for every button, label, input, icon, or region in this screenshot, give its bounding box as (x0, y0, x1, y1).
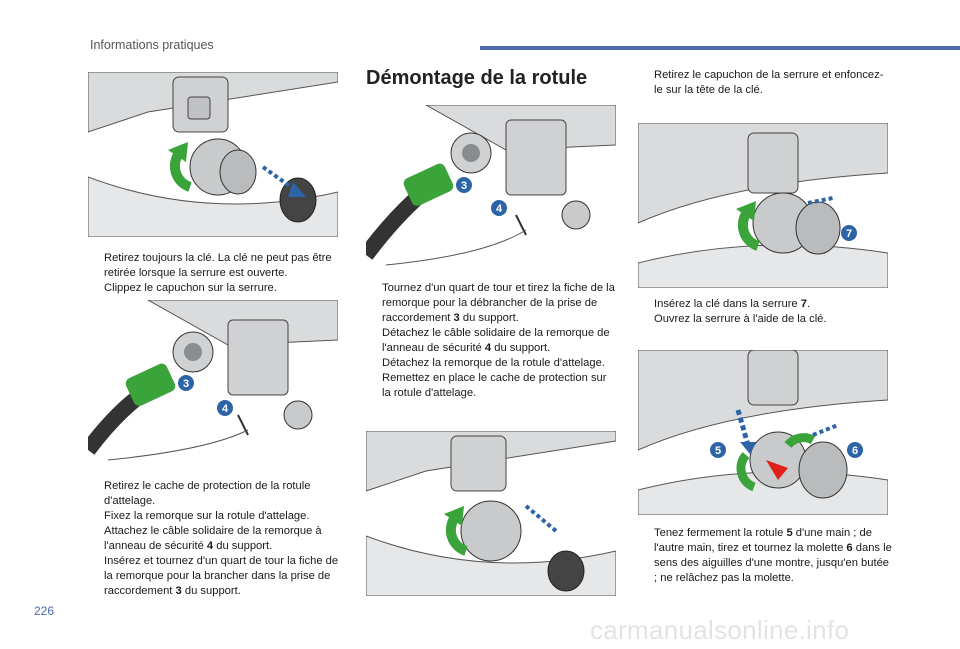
figure-trailer-plug-disconnect: 3 4 (366, 105, 616, 270)
callout-4: 4 (222, 403, 229, 415)
list-item: Ouvrez la serrure à l'aide de la clé. (654, 313, 827, 325)
callout-5: 5 (715, 445, 721, 457)
callout-7: 7 (846, 228, 852, 240)
instruction-list-3: Tournez d'un quart de tour et tirez la f… (366, 281, 616, 401)
list-item: Fixez la remorque sur la rotule d'attela… (104, 510, 310, 522)
page-number: 226 (34, 604, 55, 618)
list-item: Insérez la clé dans la serrure 7. (654, 298, 811, 310)
list-item: Détachez la remorque de la rotule d'atte… (382, 357, 605, 369)
list-item: Retirez le cache de protection de la rot… (104, 480, 311, 507)
header-accent-bar (480, 46, 960, 50)
figure-lock-cap (88, 72, 338, 237)
figure-refit-cover (366, 431, 616, 596)
instruction-list-1: Retirez toujours la clé. La clé ne peut … (88, 251, 343, 296)
figure-release-towball: 5 6 (638, 350, 888, 515)
callout-6: 6 (852, 445, 858, 457)
callout-3: 3 (183, 378, 189, 390)
section-title: Démontage de la rotule (366, 67, 588, 89)
callout-3: 3 (461, 180, 467, 192)
watermark: carmanualsonline.info (590, 615, 850, 645)
list-item: Insérez et tournez d'un quart de tour la… (104, 555, 339, 597)
list-item: Clippez le capuchon sur la serrure. (104, 282, 277, 294)
callout-4: 4 (496, 203, 503, 215)
figure-trailer-plug-connect: 3 4 (88, 300, 338, 465)
list-item: Détachez le câble solidaire de la remorq… (382, 327, 610, 354)
figure-insert-key: 7 (638, 123, 888, 288)
running-header: Informations pratiques (90, 38, 214, 52)
list-item: Tenez fermement la rotule 5 d'une main ;… (654, 527, 892, 584)
list-item: Tournez d'un quart de tour et tirez la f… (382, 282, 615, 324)
list-item: Retirez toujours la clé. La clé ne peut … (104, 252, 332, 279)
list-item: Remettez en place le cache de protection… (382, 372, 607, 399)
list-item: Attachez le câble solidaire de la remorq… (104, 525, 322, 552)
instruction-list-6: Tenez fermement la rotule 5 d'une main ;… (638, 526, 893, 586)
instruction-list-2: Retirez le cache de protection de la rot… (88, 479, 343, 599)
list-item: Retirez le capuchon de la serrure et enf… (654, 69, 884, 96)
instruction-list-5: Insérez la clé dans la serrure 7. Ouvrez… (638, 297, 888, 327)
instruction-list-4: Retirez le capuchon de la serrure et enf… (638, 68, 888, 98)
